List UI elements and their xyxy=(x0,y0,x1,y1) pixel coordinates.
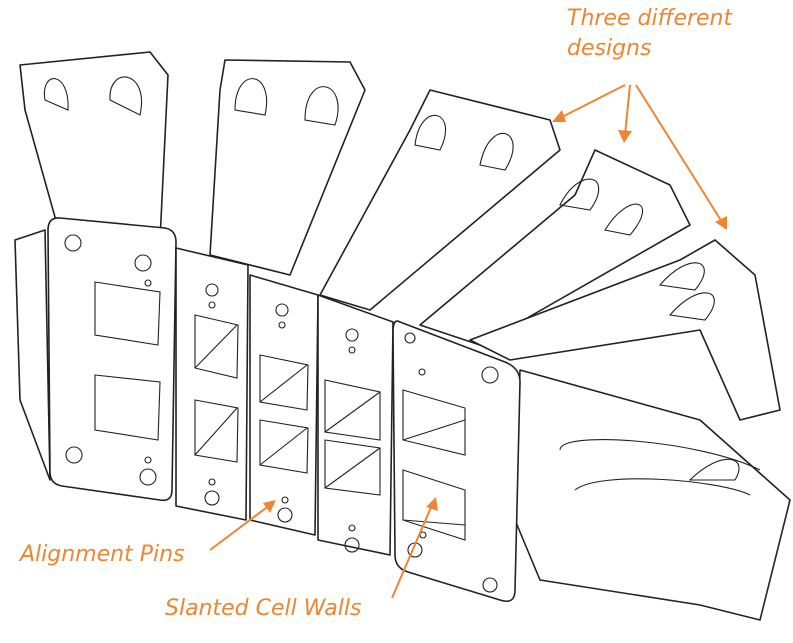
annotation-arrows xyxy=(209,84,727,599)
arm-2 xyxy=(209,59,366,276)
plate-2 xyxy=(175,247,249,521)
plate-4 xyxy=(317,294,394,556)
arm-5 xyxy=(469,239,781,421)
annotation-line: Three different xyxy=(567,6,733,31)
plate-5 xyxy=(392,320,521,603)
plate-1 xyxy=(47,217,177,502)
bracket-side xyxy=(14,229,51,481)
annotation-three-designs: Three different designs xyxy=(567,4,732,64)
arm-1 xyxy=(19,51,169,241)
arm-6 xyxy=(514,369,791,621)
plate-3 xyxy=(249,274,319,536)
arm-3 xyxy=(319,89,561,311)
annotation-slanted-cell-walls: Slanted Cell Walls xyxy=(165,596,362,621)
annotation-line: designs xyxy=(567,36,652,61)
annotation-alignment-pins: Alignment Pins xyxy=(20,542,185,567)
